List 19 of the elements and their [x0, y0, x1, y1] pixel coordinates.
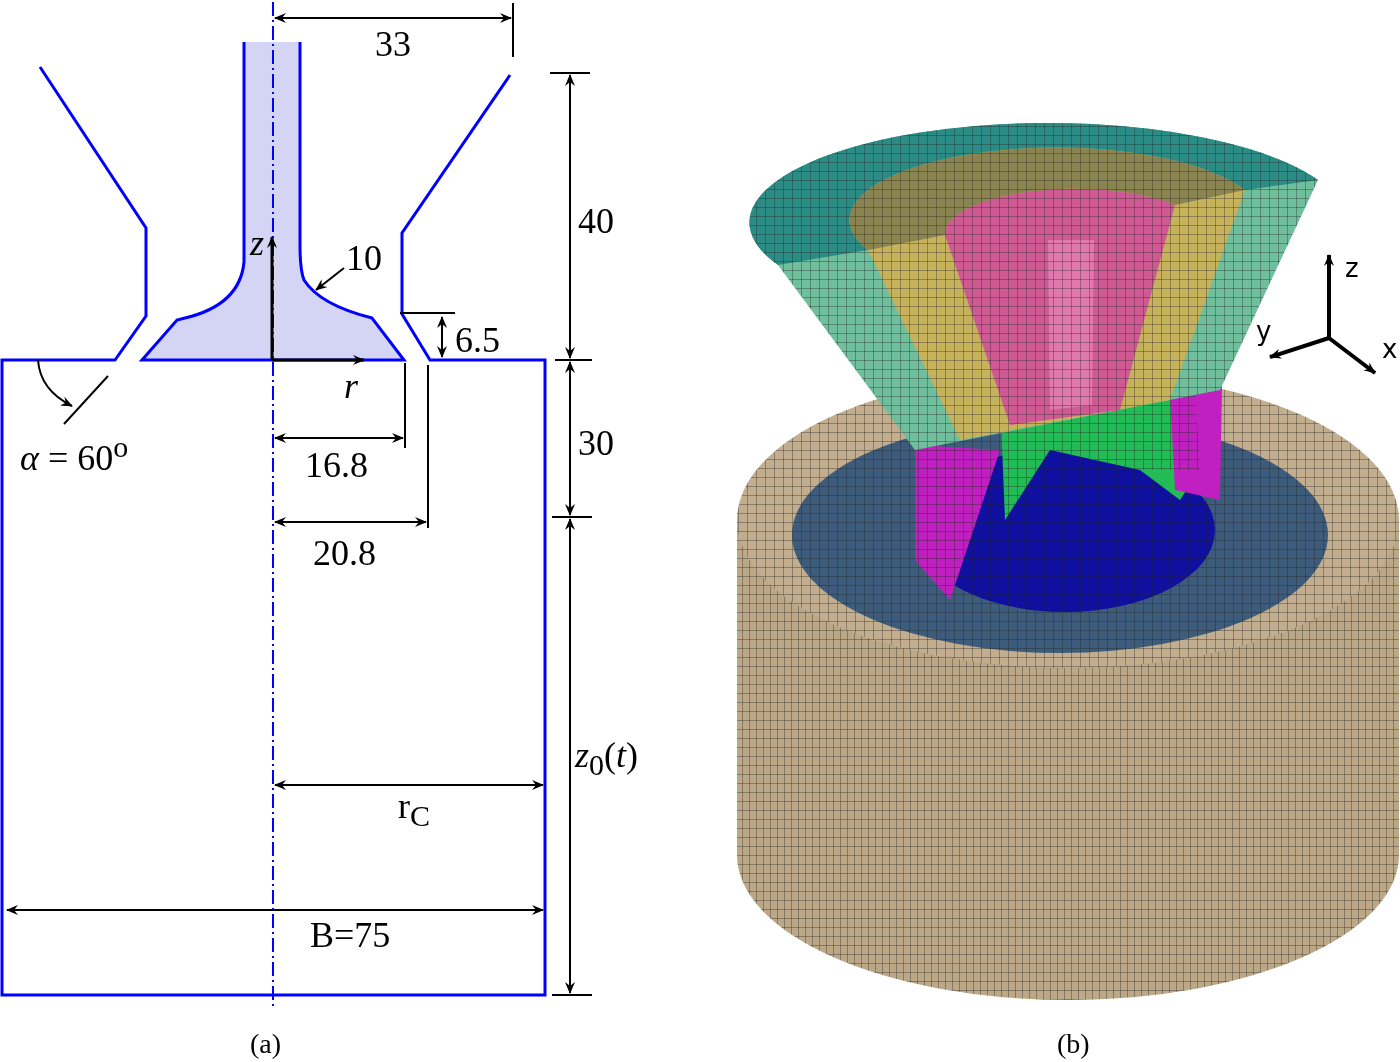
axis-label: z: [250, 225, 264, 261]
dimension-label: 16.8: [305, 447, 368, 483]
dimension-label: 30: [578, 425, 614, 461]
dimension-label: 6.5: [455, 322, 500, 358]
radius-label: 10: [346, 240, 382, 276]
axis-label: y: [1256, 318, 1272, 344]
dimension-label: 20.8: [313, 535, 376, 571]
axis-label: r: [344, 368, 358, 404]
axis-label: z: [1345, 255, 1359, 281]
dimension-label: r$_{C}$: [398, 788, 430, 832]
panel-label: (b): [1057, 1030, 1090, 1058]
dimension-label: z$_{0}$(t): [575, 737, 639, 781]
leader-line: [315, 267, 345, 291]
dimension-label: B=75: [310, 917, 391, 953]
axis-label: x: [1382, 336, 1398, 362]
angle-label: α = 60$^{o}$: [20, 432, 129, 476]
dimension-label: 33: [375, 26, 411, 62]
panel-label: (a): [250, 1030, 282, 1058]
dimension-label: 40: [578, 203, 614, 239]
